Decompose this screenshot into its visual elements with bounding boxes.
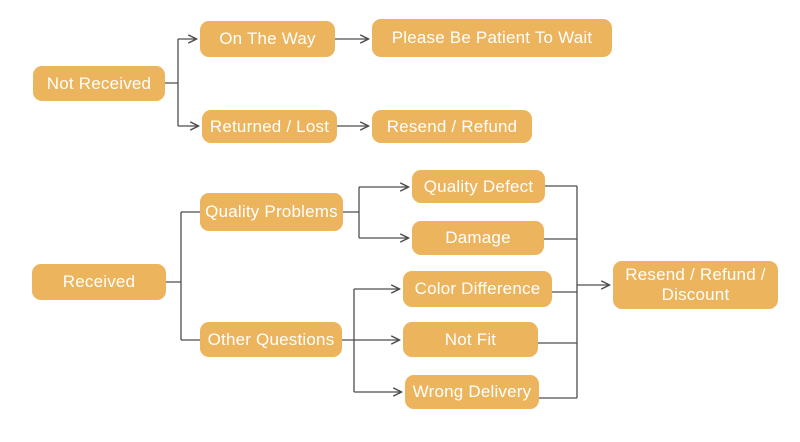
node-quality-defect: Quality Defect xyxy=(412,170,545,203)
node-quality-problems: Quality Problems xyxy=(200,193,343,231)
node-returned-lost: Returned / Lost xyxy=(202,110,337,143)
node-resend-refund-discount: Resend / Refund / Discount xyxy=(613,261,778,309)
node-received: Received xyxy=(32,264,166,300)
node-color-difference: Color Difference xyxy=(403,271,552,307)
node-not-received: Not Received xyxy=(33,66,165,101)
node-on-the-way: On The Way xyxy=(200,21,335,57)
node-not-fit: Not Fit xyxy=(403,322,538,357)
node-resend-refund: Resend / Refund xyxy=(372,110,532,143)
node-please-be-patient: Please Be Patient To Wait xyxy=(372,19,612,57)
node-other-questions: Other Questions xyxy=(200,322,342,357)
node-wrong-delivery: Wrong Delivery xyxy=(405,375,539,409)
node-damage: Damage xyxy=(412,221,544,255)
